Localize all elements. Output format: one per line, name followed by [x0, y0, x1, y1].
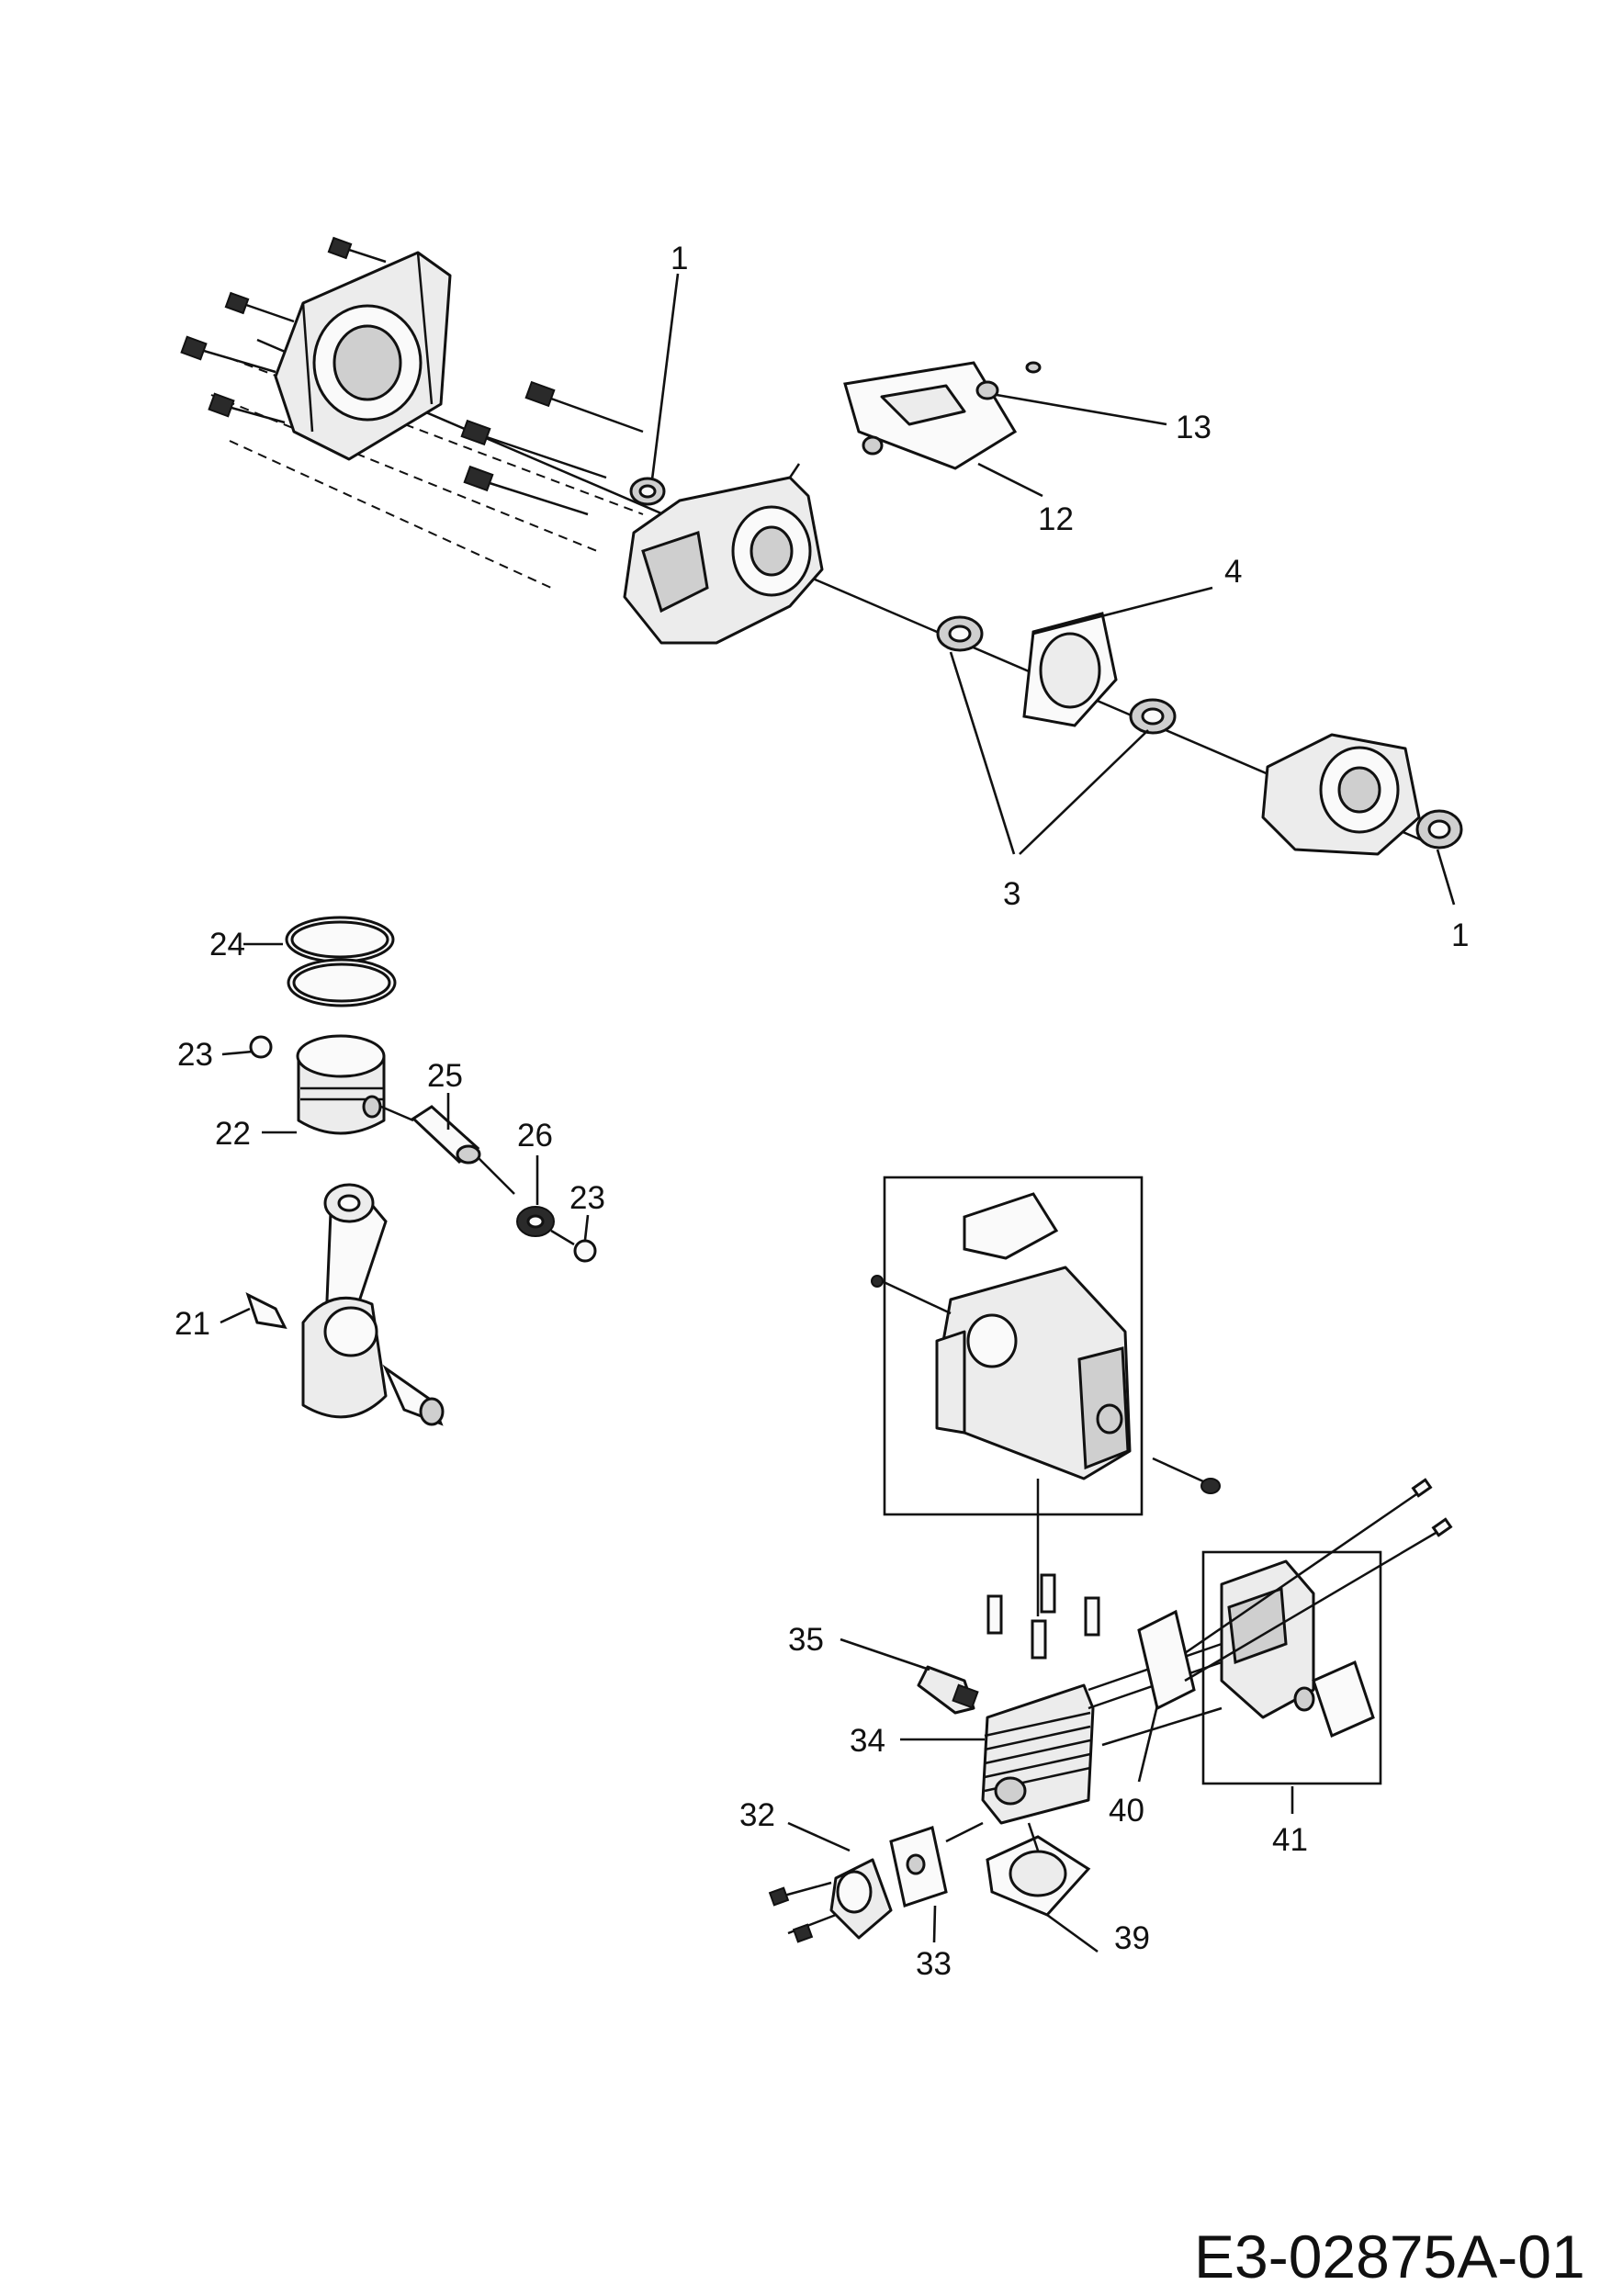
label-part-4: 4	[1224, 554, 1242, 590]
circlip-23b	[573, 1239, 597, 1263]
gear-head-housing	[1261, 733, 1421, 856]
cylinder-cover-frame	[883, 1176, 1144, 1516]
intake-adapter-32	[768, 1858, 893, 1943]
label-part-3: 3	[1003, 876, 1020, 912]
piston-22	[296, 1034, 386, 1135]
label-part-12: 12	[1038, 501, 1074, 537]
gasket-4	[1022, 612, 1118, 727]
clip-13	[975, 380, 999, 400]
cylinder-cover	[935, 1192, 1132, 1480]
label-part-23: 23	[177, 1037, 213, 1073]
label-part-24: 24	[209, 927, 245, 962]
cylinder-assembly	[768, 1176, 1453, 1943]
label-part-21: 21	[175, 1306, 210, 1342]
label-part-41: 41	[1272, 1822, 1308, 1858]
muffler-frame	[1201, 1550, 1382, 1785]
label-part-22: 22	[215, 1116, 251, 1152]
gasket-40	[1137, 1609, 1196, 1711]
needle-bearing-26	[516, 1206, 555, 1237]
label-part-1b: 1	[1451, 917, 1469, 953]
label-part-32: 32	[739, 1797, 775, 1833]
leader-lines	[220, 273, 1456, 1953]
part-labels: 1 13 12 4 3 1 24 23 25 22 26 23 21 35 34…	[175, 241, 1469, 1982]
spark-plug-35	[917, 1665, 979, 1715]
engine-housing	[623, 463, 824, 645]
label-part-25: 25	[427, 1058, 463, 1094]
muffler-41	[1220, 1559, 1375, 1739]
piston-crankshaft-assembly	[245, 916, 597, 1426]
cylinder-34	[981, 1683, 1095, 1825]
label-part-35: 35	[788, 1622, 824, 1658]
label-part-26: 26	[517, 1118, 553, 1154]
label-part-33: 33	[916, 1946, 952, 1982]
crankshaft-21	[245, 1183, 445, 1426]
cover-plate-12	[843, 361, 1018, 470]
label-part-34: 34	[850, 1723, 885, 1759]
label-part-40: 40	[1109, 1793, 1144, 1829]
shaft-housing-assembly	[180, 236, 1463, 856]
label-part-23b: 23	[569, 1180, 605, 1216]
label-part-1: 1	[671, 241, 688, 276]
cylinder-bolts	[986, 1573, 1100, 1660]
clutch-housing-plate	[274, 251, 452, 461]
circlip-23	[249, 1035, 273, 1059]
housing-bolts	[180, 236, 644, 516]
label-part-13: 13	[1176, 410, 1212, 445]
bearings-3	[936, 615, 1177, 735]
drawing-code: E3-02875A-01	[1194, 2223, 1585, 2290]
label-part-39: 39	[1114, 1920, 1150, 1956]
